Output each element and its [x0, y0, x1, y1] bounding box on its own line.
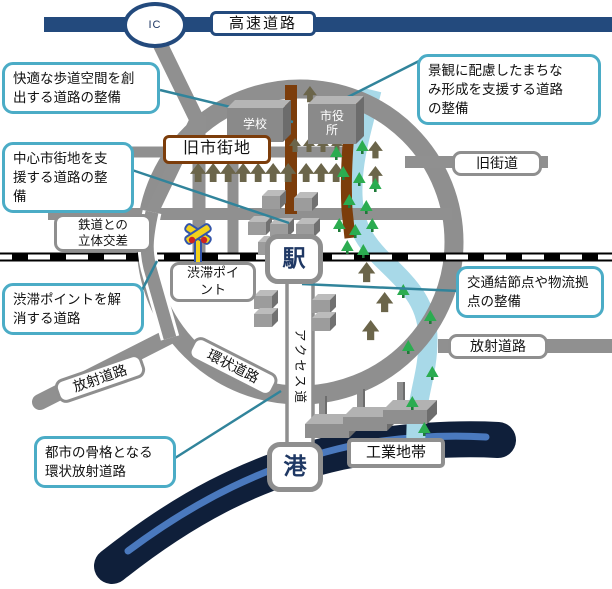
- old-road-label: 旧街道: [452, 151, 542, 176]
- railroad-crossing-icon: [184, 223, 212, 265]
- station-node: 駅: [265, 234, 323, 284]
- rail-grade-separation-label: 鉄道との 立体交差: [54, 214, 152, 252]
- access-road: [285, 278, 315, 450]
- callout-congestion-relief: 渋滞ポイントを解 消する道路: [2, 283, 144, 336]
- radial-road-right-label: 放射道路: [448, 334, 548, 359]
- industrial-zone-label: 工業地帯: [347, 438, 445, 468]
- interchange-label: IC: [148, 19, 162, 31]
- old-town-label: 旧市街地: [163, 135, 271, 164]
- callout-transport-hub: 交通結節点や物流拠 点の整備: [456, 266, 604, 319]
- port-node: 港: [267, 442, 323, 492]
- city-hall-building: 市役 所: [308, 104, 356, 144]
- expressway-label: 高速道路: [210, 11, 316, 36]
- callout-center-district: 中心市街地を支 援する道路の整 備: [2, 142, 134, 214]
- coastline: [94, 421, 516, 584]
- interchange-node: IC: [123, 2, 187, 48]
- callout-sidewalk: 快適な歩道空間を創 出する道路の整備: [2, 62, 160, 115]
- callout-connectors: [131, 58, 460, 460]
- access-road-label: アクセス道: [293, 328, 308, 406]
- river: [343, 87, 438, 443]
- callout-urban-backbone: 都市の骨格となる 環状放射道路: [34, 436, 176, 489]
- callout-landscape: 景観に配慮したまちな み形成を支援する道路 の整備: [417, 54, 601, 126]
- congestion-point-label: 渋滞ポイ ント: [170, 262, 256, 302]
